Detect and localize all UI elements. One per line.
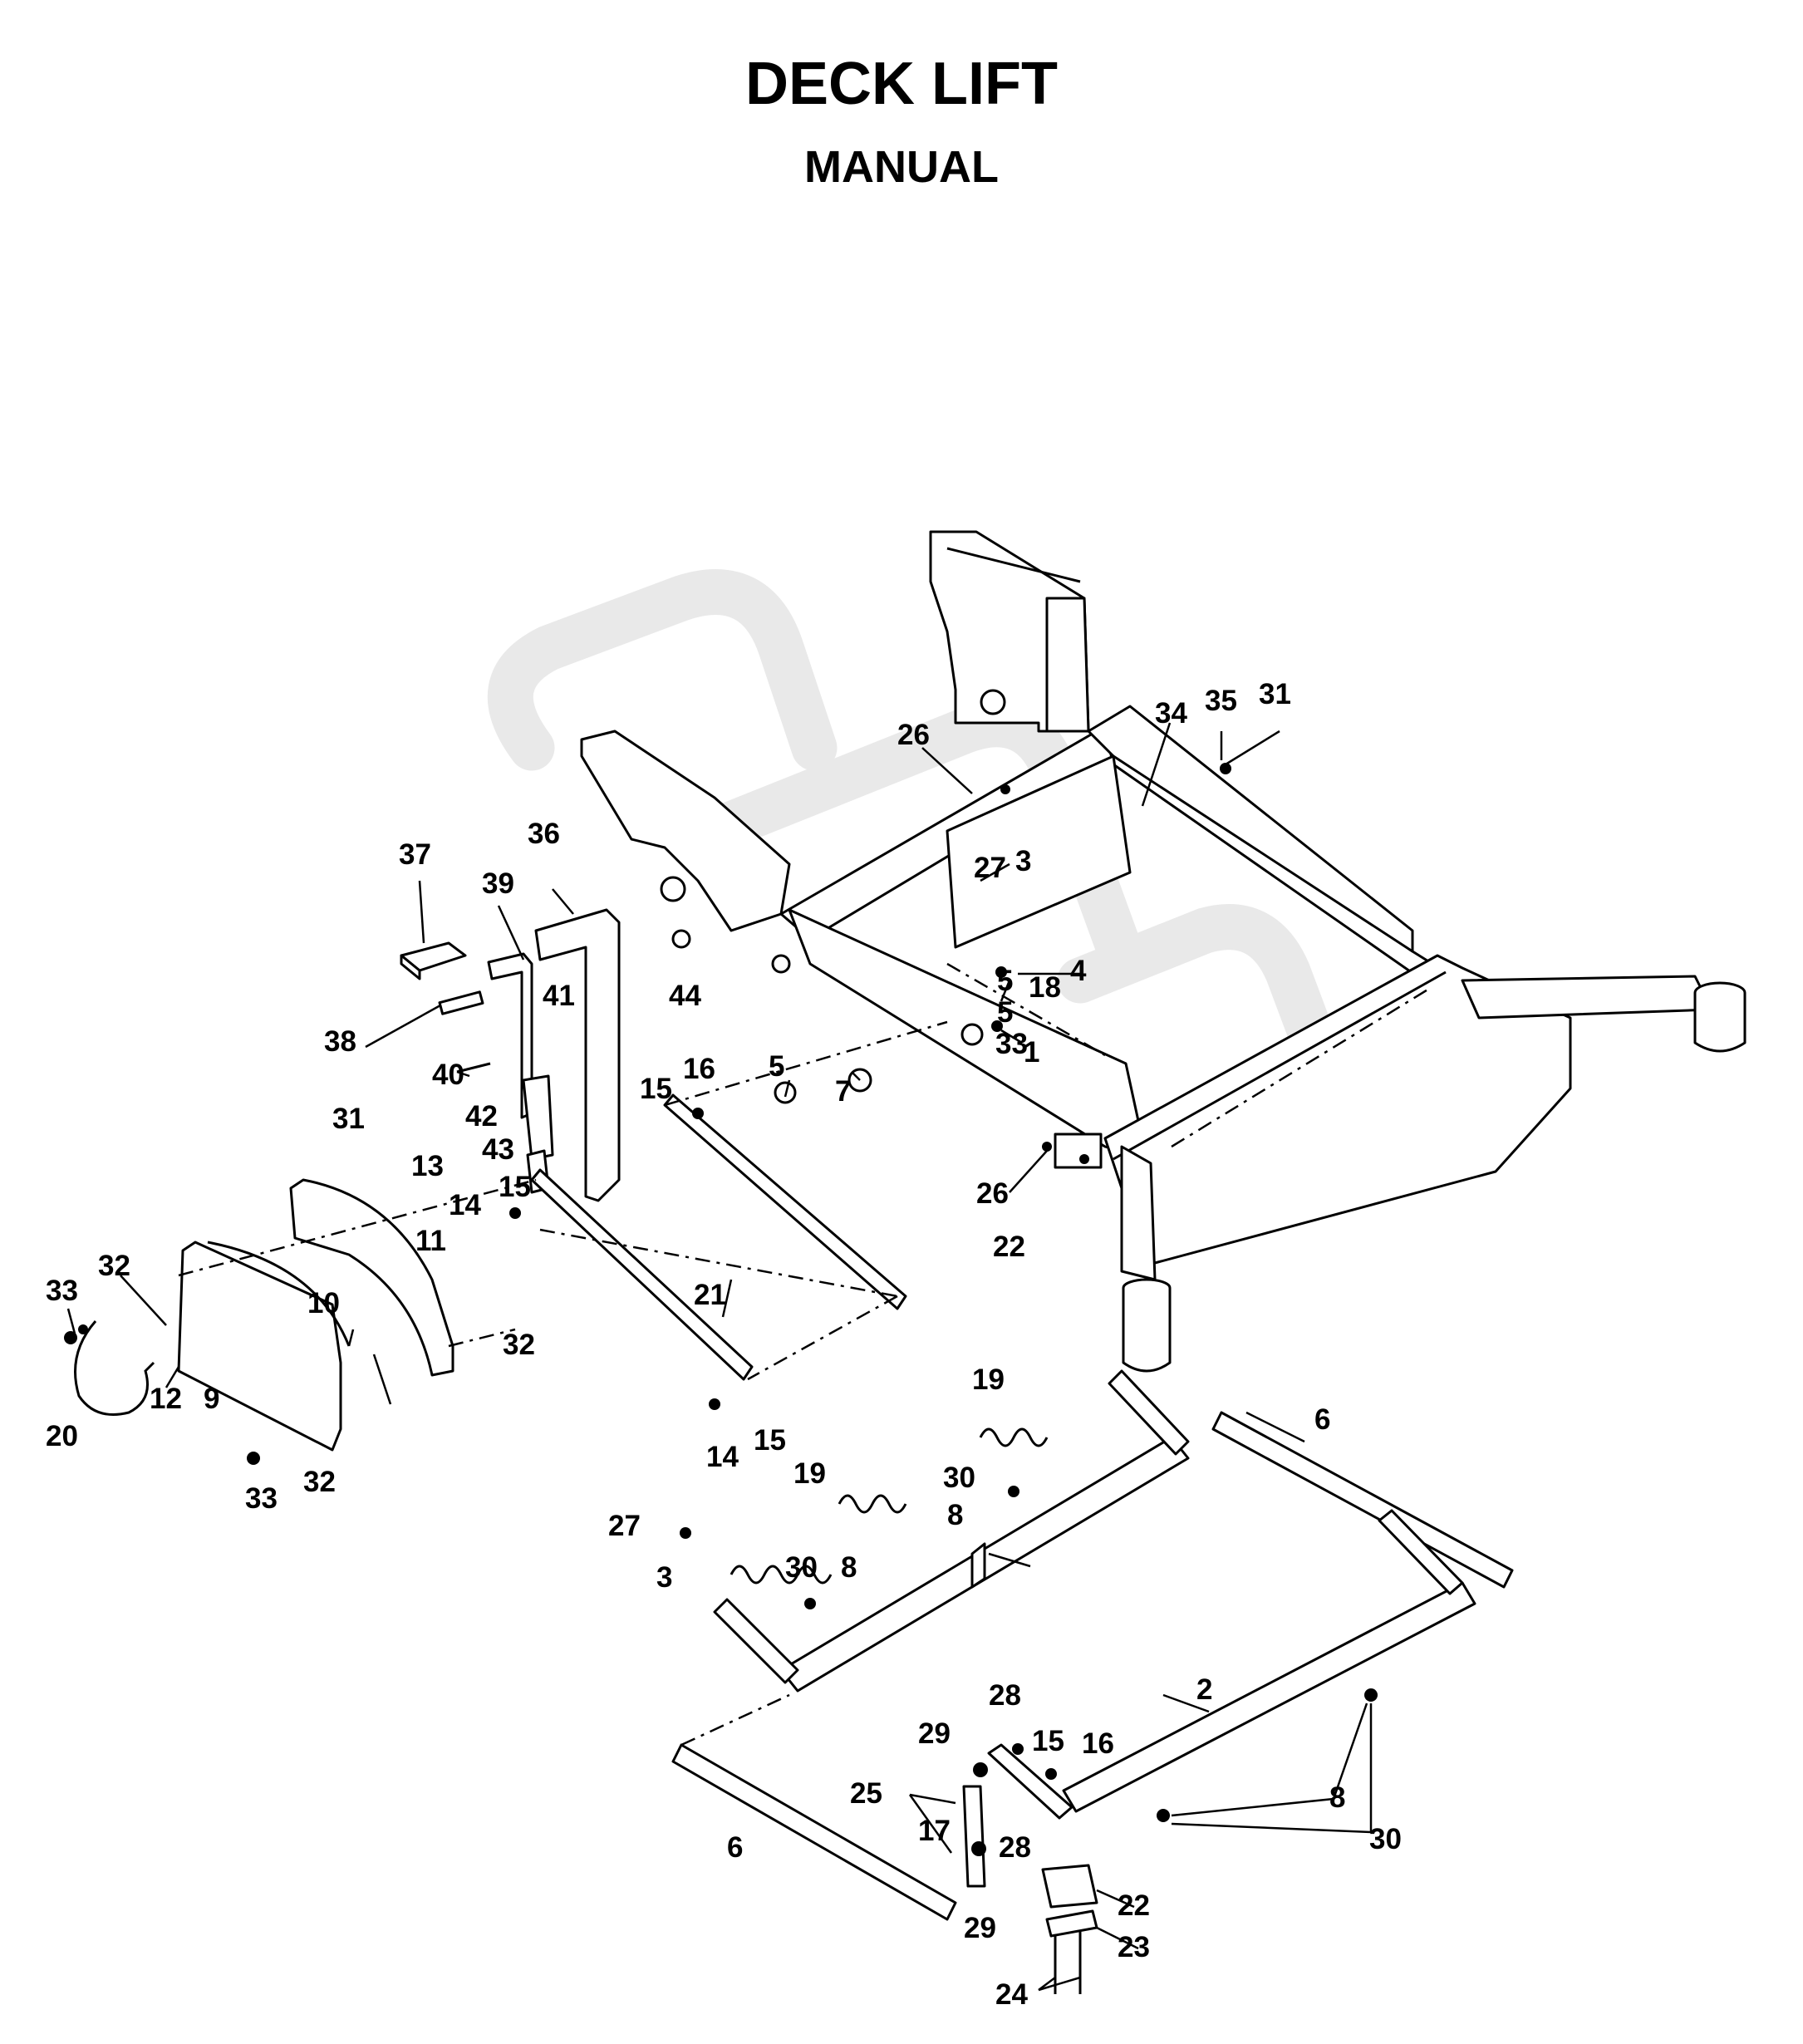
part-label: 22 xyxy=(993,1231,1025,1263)
part-label: 33 xyxy=(995,1028,1028,1060)
part-label: 3 xyxy=(656,1561,672,1594)
part-label: 20 xyxy=(46,1420,78,1452)
part-label: 39 xyxy=(482,867,514,900)
link-rods xyxy=(530,1093,907,1381)
part-label: 33 xyxy=(245,1482,278,1515)
part-label: 28 xyxy=(989,1679,1021,1712)
part-label: 38 xyxy=(324,1025,356,1058)
part-label: 10 xyxy=(307,1287,340,1319)
part-label: 8 xyxy=(947,1499,963,1531)
part-label: 41 xyxy=(543,980,575,1012)
part-label: 32 xyxy=(303,1466,336,1498)
part-label: 18 xyxy=(1029,971,1061,1004)
main-frame xyxy=(580,530,1747,1373)
leader-lines xyxy=(66,722,1373,1992)
part-label: 30 xyxy=(785,1551,818,1584)
part-label: 35 xyxy=(1205,685,1237,717)
part-label: 13 xyxy=(411,1150,444,1182)
part-label: 22 xyxy=(1118,1889,1150,1922)
part-label: 21 xyxy=(694,1279,726,1311)
part-label: 6 xyxy=(727,1831,743,1864)
part-label: 19 xyxy=(972,1363,1005,1396)
part-label: 31 xyxy=(1259,678,1291,710)
part-label: 15 xyxy=(499,1171,531,1203)
front-lift-shaft xyxy=(671,1411,1514,1994)
diagram-subtitle: MANUAL xyxy=(804,142,999,192)
part-label: 34 xyxy=(1155,697,1187,730)
part-label: 32 xyxy=(98,1250,130,1282)
part-label: 42 xyxy=(465,1100,498,1133)
part-label: 9 xyxy=(204,1383,219,1415)
part-label: 6 xyxy=(1314,1403,1330,1436)
part-label: 24 xyxy=(995,1978,1028,2011)
alignment-lines xyxy=(178,962,1430,1747)
part-label: 15 xyxy=(1032,1725,1064,1757)
part-label: 15 xyxy=(640,1073,672,1105)
part-label: 8 xyxy=(1329,1781,1345,1814)
part-label: 26 xyxy=(976,1177,1009,1210)
part-label: 16 xyxy=(683,1053,715,1085)
part-label: 17 xyxy=(918,1815,951,1847)
part-label: 15 xyxy=(754,1424,786,1457)
part-label: 32 xyxy=(503,1329,535,1361)
part-label: 5 xyxy=(997,996,1013,1029)
part-label: 27 xyxy=(608,1510,641,1542)
part-label: 11 xyxy=(415,1225,446,1257)
hardware xyxy=(64,763,1378,1856)
part-label: 27 xyxy=(974,852,1006,884)
part-label: 26 xyxy=(897,719,930,751)
part-label: 44 xyxy=(669,980,701,1012)
part-label: 25 xyxy=(850,1777,882,1810)
part-label: 33 xyxy=(46,1275,78,1307)
part-label: 4 xyxy=(1070,955,1087,987)
part-label: 5 xyxy=(769,1050,784,1083)
part-label: 31 xyxy=(332,1103,365,1135)
part-label: 1 xyxy=(1024,1036,1039,1069)
part-label: 3 xyxy=(1015,845,1031,877)
part-label: 29 xyxy=(964,1912,996,1944)
part-label: 37 xyxy=(399,838,431,871)
part-label: 36 xyxy=(528,818,560,850)
part-label: 40 xyxy=(432,1059,464,1091)
part-label: 30 xyxy=(943,1462,975,1494)
diagram-title: DECK LIFT xyxy=(745,51,1058,117)
part-label: 14 xyxy=(706,1441,739,1473)
part-label: 7 xyxy=(835,1075,851,1108)
part-label: 8 xyxy=(841,1551,857,1584)
part-label: 30 xyxy=(1369,1823,1402,1855)
part-label: 28 xyxy=(999,1831,1031,1864)
part-label: 43 xyxy=(482,1133,514,1166)
part-label: 19 xyxy=(793,1457,826,1490)
rear-lift-shaft xyxy=(713,1369,1190,1693)
part-label: 12 xyxy=(150,1383,182,1415)
part-label: 23 xyxy=(1118,1931,1150,1963)
part-label: 5 xyxy=(997,965,1013,997)
part-label: 14 xyxy=(449,1189,481,1221)
height-quadrant xyxy=(177,1178,454,1452)
part-label: 16 xyxy=(1082,1727,1114,1760)
part-labels: 1 2 3 3 4 5 5 5 6 6 7 8 8 8 9 10 11 12 1… xyxy=(46,678,1402,2011)
part-label: 29 xyxy=(918,1717,951,1750)
part-label: 2 xyxy=(1196,1673,1212,1706)
